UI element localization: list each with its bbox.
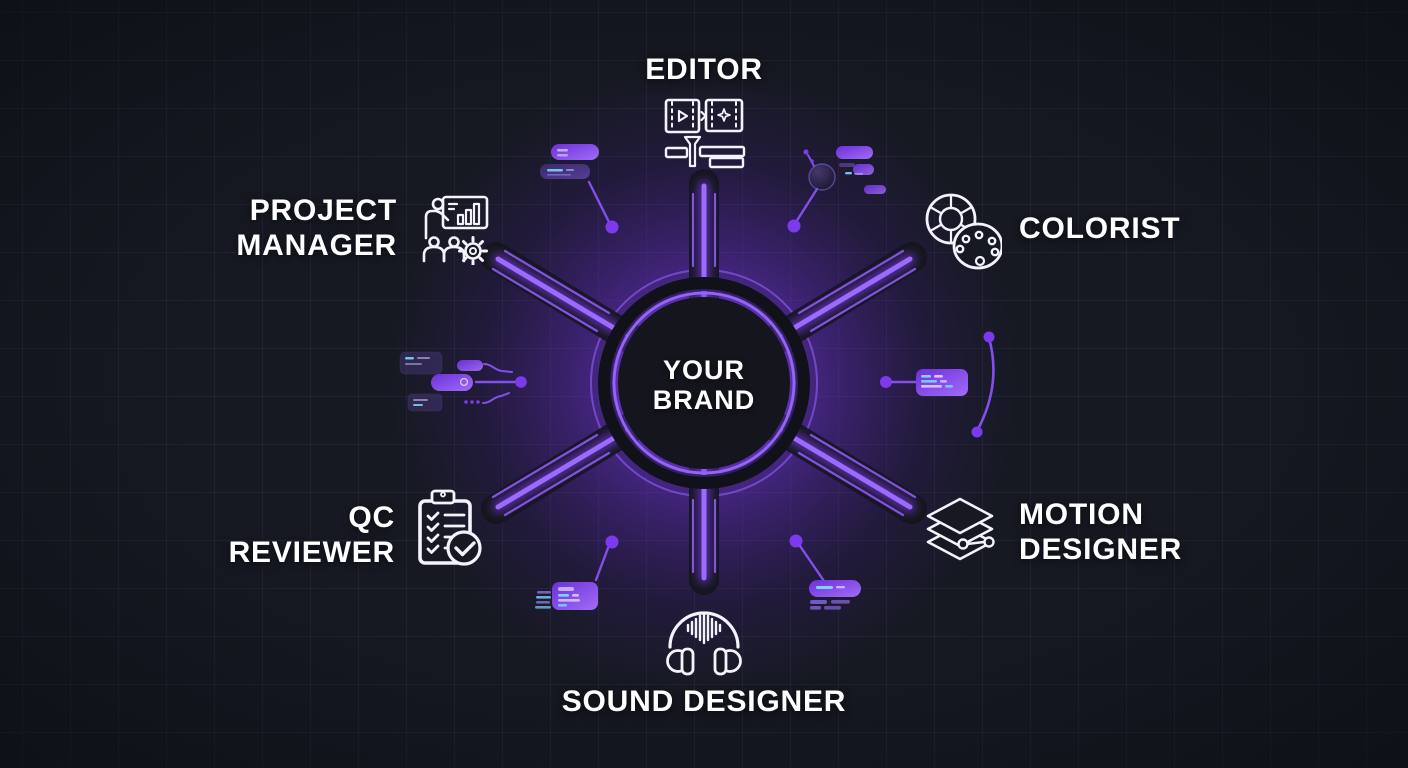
label-qc-reviewer: QC REVIEWER xyxy=(229,500,395,570)
headphones-waveform-icon xyxy=(666,611,742,676)
motion-designer-line2: DESIGNER xyxy=(1019,533,1183,566)
presenter-team-gear-icon xyxy=(422,195,489,265)
qc-reviewer-line2: REVIEWER xyxy=(228,536,395,569)
brand-line1: YOUR xyxy=(662,355,745,385)
hub-brand-label: YOUR BRAND xyxy=(604,355,804,415)
qc-reviewer-line1: QC xyxy=(348,501,395,534)
color-wheel-palette-icon xyxy=(925,193,1002,270)
colorist-text: COLORIST xyxy=(1019,212,1181,245)
sound-designer-text: SOUND DESIGNER xyxy=(561,685,847,718)
brand-line2: BRAND xyxy=(652,385,756,415)
project-manager-line1: PROJECT xyxy=(249,194,397,227)
label-editor: EDITOR xyxy=(504,52,904,87)
editor-text: EDITOR xyxy=(645,53,763,86)
clipboard-checklist-icon xyxy=(418,489,482,566)
motion-designer-line1: MOTION xyxy=(1019,498,1144,531)
label-motion-designer: MOTION DESIGNER xyxy=(1019,497,1182,567)
project-manager-line2: MANAGER xyxy=(236,229,397,262)
label-project-manager: PROJECT MANAGER xyxy=(236,193,397,263)
label-sound-designer: SOUND DESIGNER xyxy=(504,684,904,719)
film-clips-timeline-icon xyxy=(664,98,746,169)
layers-motion-path-icon xyxy=(926,497,995,561)
label-colorist: COLORIST xyxy=(1019,211,1180,246)
